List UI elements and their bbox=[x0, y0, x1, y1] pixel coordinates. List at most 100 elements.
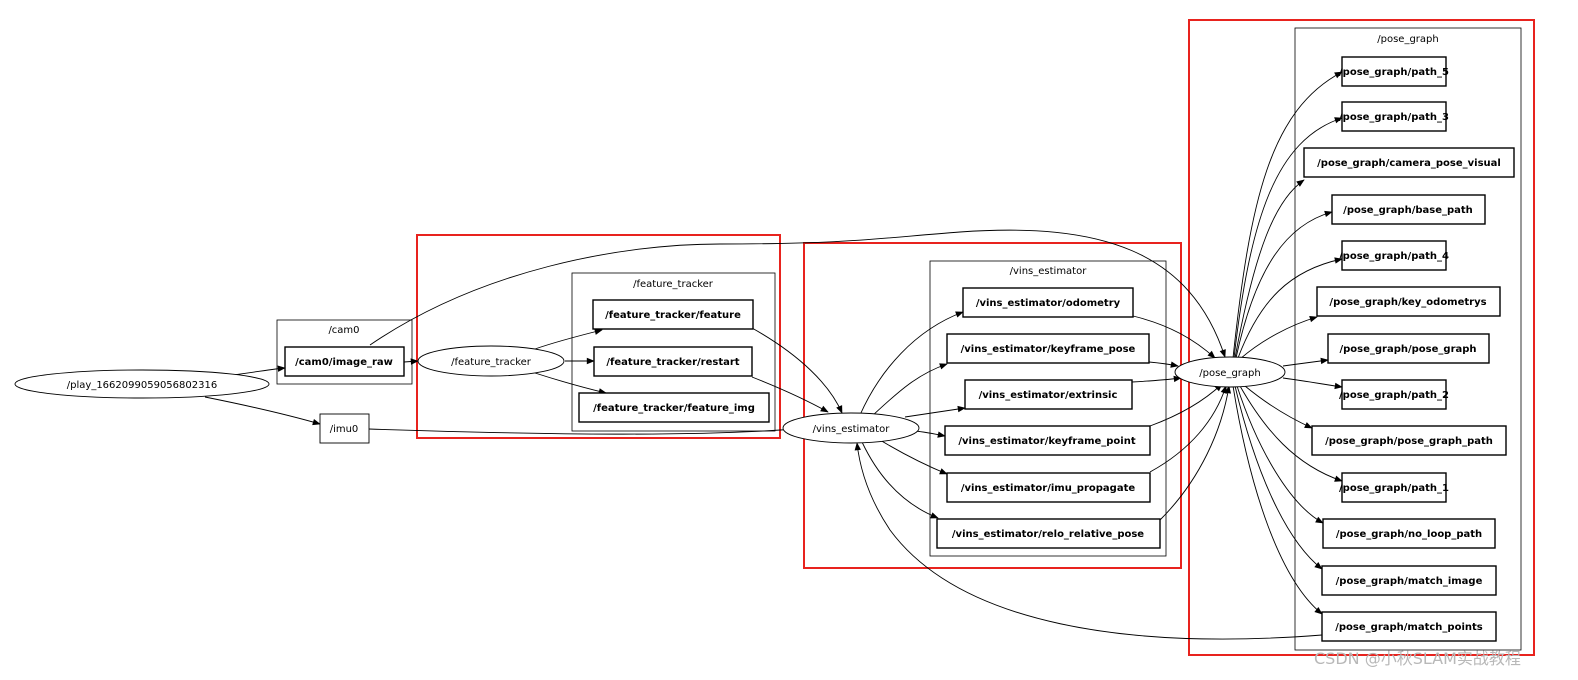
edge-cam0-image-raw-to-feature-tracker bbox=[403, 358, 419, 365]
node-pose-graph: /pose_graph bbox=[1174, 356, 1286, 388]
edge-pg-to-path-5 bbox=[1232, 71, 1343, 359]
topic-pg-match-points: /pose_graph/match_points bbox=[1321, 611, 1497, 642]
topic-label-ft-feature: /feature_tracker/feature bbox=[605, 310, 741, 321]
cluster-label-vins-estimator: /vins_estimator bbox=[1010, 266, 1088, 277]
edge-pg-to-camera-pose-visual bbox=[1234, 179, 1305, 359]
topic-label-pg-path-1: /pose_graph/path_1 bbox=[1339, 483, 1449, 494]
edge-pg-to-match-points bbox=[1232, 385, 1323, 615]
cluster-feature-tracker: /feature_tracker bbox=[571, 272, 776, 432]
topic-label-ve-odometry: /vins_estimator/odometry bbox=[976, 298, 1121, 309]
highlight-boxes bbox=[416, 19, 1535, 656]
topic-label-ve-keyframe-pose: /vins_estimator/keyframe_pose bbox=[961, 344, 1136, 355]
topic-label-pg-match-points: /pose_graph/match_points bbox=[1335, 622, 1483, 633]
edge-vins-to-imu-propagate bbox=[879, 439, 948, 475]
node-play: /play_1662099059056802316 bbox=[14, 369, 270, 399]
topic-ve-imu-propagate: /vins_estimator/imu_propagate bbox=[946, 472, 1151, 503]
node-label-feature-tracker: /feature_tracker bbox=[451, 357, 532, 368]
topic-label-ft-restart: /feature_tracker/restart bbox=[606, 357, 739, 368]
topic-ve-relo-relative-pose: /vins_estimator/relo_relative_pose bbox=[936, 518, 1161, 549]
topic-label-ve-extrinsic: /vins_estimator/extrinsic bbox=[979, 390, 1118, 401]
topic-label-pg-pose-graph: /pose_graph/pose_graph bbox=[1339, 344, 1476, 355]
topic-imu0: /imu0 bbox=[319, 413, 370, 444]
topic-pg-path-2: /pose_graph/path_2 bbox=[1339, 379, 1449, 410]
topic-label-pg-path-2: /pose_graph/path_2 bbox=[1339, 390, 1449, 401]
edge-pg-to-path-3 bbox=[1233, 117, 1343, 359]
edge-pg-to-pose-graph-path bbox=[1244, 385, 1313, 429]
edge-feature-tracker-to-ft-feature bbox=[534, 328, 603, 350]
highlight-box-pose-graph bbox=[1188, 19, 1535, 656]
watermark: CSDN @小秋SLAM实战教程 bbox=[1314, 649, 1521, 668]
topic-ft-feature-img: /feature_tracker/feature_img bbox=[578, 392, 770, 423]
topic-label-ve-keyframe-point: /vins_estimator/keyframe_point bbox=[958, 436, 1136, 447]
edges bbox=[204, 71, 1343, 640]
highlight-box-vins-estimator bbox=[803, 242, 1182, 569]
edge-pg-to-path-4 bbox=[1237, 257, 1343, 359]
topic-label-pg-camera-pose-visual: /pose_graph/camera_pose_visual bbox=[1317, 158, 1501, 169]
edge-pg-to-path-2 bbox=[1282, 377, 1343, 390]
cluster-pose-graph: /pose_graph bbox=[1294, 27, 1522, 651]
edge-vins-to-relo-relative-pose bbox=[861, 441, 939, 519]
edge-relo-pose-to-pose-graph bbox=[1159, 385, 1232, 521]
topic-label-ft-feature-img: /feature_tracker/feature_img bbox=[593, 403, 755, 414]
node-vins-estimator: /vins_estimator bbox=[782, 412, 920, 444]
topic-label-pg-base-path: /pose_graph/base_path bbox=[1343, 205, 1473, 216]
edge-pg-to-key-odometrys bbox=[1239, 315, 1318, 360]
cluster-label-pose-graph: /pose_graph bbox=[1377, 34, 1438, 45]
topic-label-pg-key-odometrys: /pose_graph/key_odometrys bbox=[1329, 297, 1486, 308]
topic-pg-path-3: /pose_graph/path_3 bbox=[1339, 101, 1449, 132]
edge-pg-to-no-loop-path bbox=[1236, 385, 1324, 524]
edge-vins-to-keyframe-pose bbox=[871, 363, 948, 417]
topic-ve-keyframe-point: /vins_estimator/keyframe_point bbox=[944, 425, 1151, 456]
edge-vins-to-odometry bbox=[859, 311, 964, 416]
edge-pg-to-base-path bbox=[1235, 210, 1333, 359]
cluster-label-cam0: /cam0 bbox=[328, 325, 359, 336]
highlight-box-feature-tracker bbox=[416, 234, 781, 439]
node-feature-tracker: /feature_tracker bbox=[417, 345, 565, 377]
topic-pg-key-odometrys: /pose_graph/key_odometrys bbox=[1316, 286, 1501, 317]
topic-label-ve-relo-relative-pose: /vins_estimator/relo_relative_pose bbox=[952, 529, 1144, 540]
clusters: /cam0 /feature_tracker /vins_estimator /… bbox=[276, 27, 1522, 651]
node-label-play: /play_1662099059056802316 bbox=[67, 380, 217, 391]
edge-match-points-to-vins-estimator bbox=[854, 442, 1323, 640]
edge-imu-propagate-to-pose-graph bbox=[1149, 385, 1227, 473]
topic-pg-match-image: /pose_graph/match_image bbox=[1321, 565, 1497, 596]
node-label-pose-graph: /pose_graph bbox=[1199, 368, 1260, 379]
edge-keyframe-pose-to-pose-graph bbox=[1148, 361, 1179, 368]
cluster-cam0: /cam0 bbox=[276, 319, 413, 385]
topic-label-pg-path-3: /pose_graph/path_3 bbox=[1339, 112, 1449, 123]
topic-pg-no-loop-path: /pose_graph/no_loop_path bbox=[1322, 518, 1496, 549]
edge-pg-to-pose-graph-topic bbox=[1282, 357, 1329, 367]
topic-label-cam0-image-raw: /cam0/image_raw bbox=[295, 357, 393, 368]
edge-vins-to-extrinsic bbox=[904, 405, 966, 418]
edge-extrinsic-to-pose-graph bbox=[1131, 375, 1182, 383]
topic-ve-extrinsic: /vins_estimator/extrinsic bbox=[964, 379, 1133, 410]
topic-label-pg-path-5: /pose_graph/path_5 bbox=[1339, 67, 1449, 78]
topic-pg-pose-graph: /pose_graph/pose_graph bbox=[1327, 333, 1490, 364]
topic-label-pg-no-loop-path: /pose_graph/no_loop_path bbox=[1336, 529, 1482, 540]
topic-pg-camera-pose-visual: /pose_graph/camera_pose_visual bbox=[1303, 147, 1515, 178]
topic-ve-odometry: /vins_estimator/odometry bbox=[962, 287, 1134, 318]
edge-pg-to-match-image bbox=[1234, 385, 1323, 570]
topic-pg-path-5: /pose_graph/path_5 bbox=[1339, 56, 1449, 87]
edge-cam0-image-raw-to-pose-graph bbox=[369, 229, 1226, 358]
topic-label-imu0: /imu0 bbox=[330, 424, 359, 435]
topic-label-pg-path-4: /pose_graph/path_4 bbox=[1339, 251, 1449, 262]
topic-pg-base-path: /pose_graph/base_path bbox=[1331, 194, 1486, 225]
topic-label-pg-match-image: /pose_graph/match_image bbox=[1336, 576, 1483, 587]
topic-ft-feature: /feature_tracker/feature bbox=[592, 299, 754, 330]
edge-feature-tracker-to-ft-feature-img bbox=[534, 372, 607, 395]
topic-label-pg-pose-graph-path: /pose_graph/pose_graph_path bbox=[1325, 436, 1493, 447]
cluster-label-feature-tracker: /feature_tracker bbox=[633, 279, 714, 290]
node-label-vins-estimator: /vins_estimator bbox=[813, 424, 891, 435]
edge-ft-restart-to-vins-estimator bbox=[751, 376, 829, 413]
edge-keyframe-point-to-pose-graph bbox=[1149, 383, 1223, 427]
edge-ft-feature-to-vins-estimator bbox=[751, 327, 843, 414]
edge-pg-to-path-1 bbox=[1239, 385, 1343, 482]
topic-label-ve-imu-propagate: /vins_estimator/imu_propagate bbox=[961, 483, 1136, 494]
topic-ve-keyframe-pose: /vins_estimator/keyframe_pose bbox=[946, 333, 1150, 364]
edge-play-to-imu0 bbox=[204, 396, 321, 426]
cluster-vins-estimator: /vins_estimator bbox=[929, 260, 1167, 557]
edge-odometry-to-pose-graph bbox=[1132, 315, 1216, 359]
topic-cam0-image-raw: /cam0/image_raw bbox=[284, 346, 405, 377]
